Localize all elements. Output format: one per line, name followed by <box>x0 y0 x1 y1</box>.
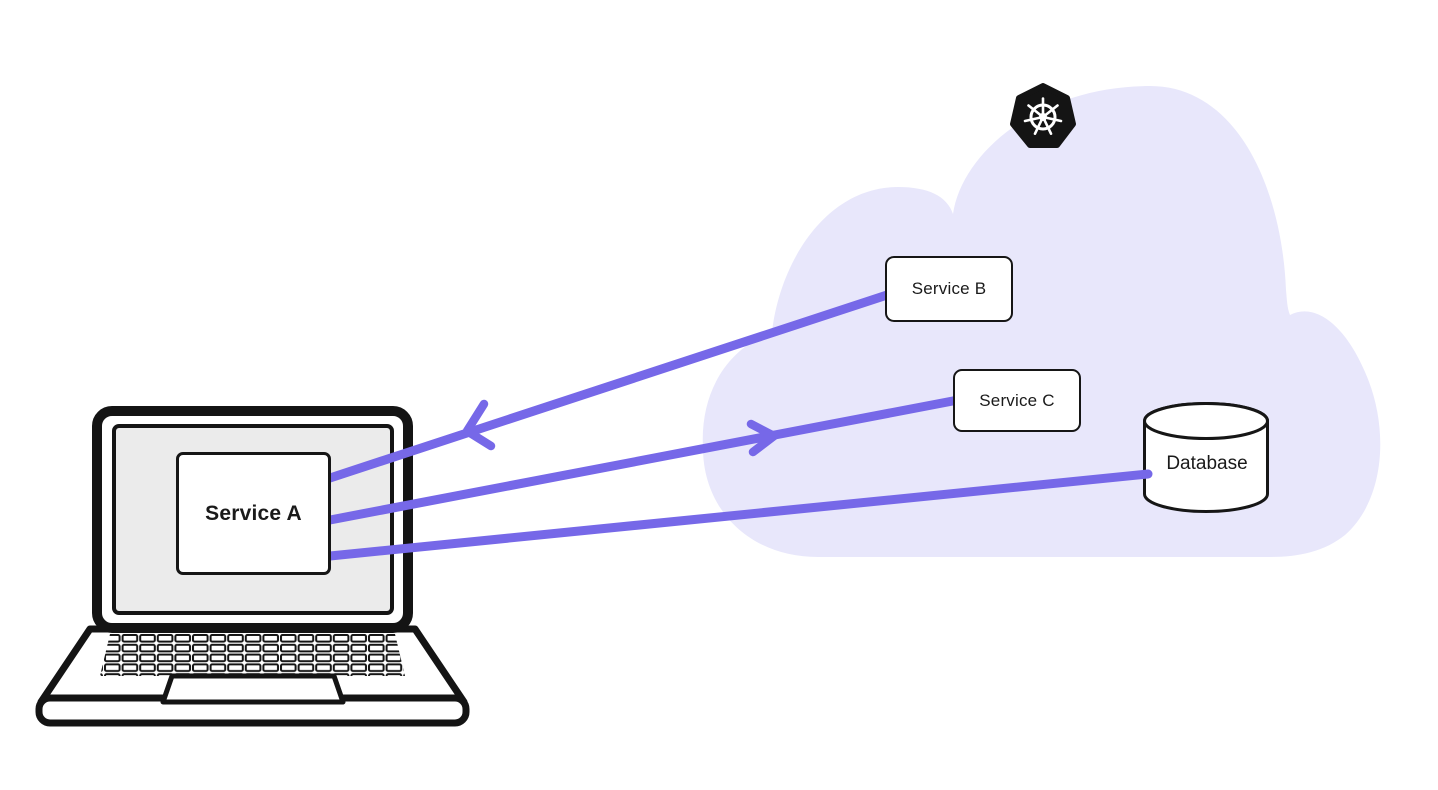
laptop-keyboard <box>100 634 405 676</box>
node-service-b: Service B <box>885 256 1013 322</box>
node-service-c: Service C <box>953 369 1081 432</box>
node-service-b-label: Service B <box>911 279 987 298</box>
arrowhead-toward-service-c <box>746 419 779 457</box>
database-cylinder <box>1143 402 1269 513</box>
connection-lines <box>325 289 1153 561</box>
arrowhead-toward-service-a <box>462 399 496 451</box>
database-label: Database <box>1166 453 1248 474</box>
database-cylinder-top <box>1143 402 1269 440</box>
node-service-a-label: Service A <box>205 501 302 525</box>
node-service-a: Service A <box>176 452 331 575</box>
wheel-hub <box>1039 113 1047 121</box>
connection-service-a-service-c <box>325 395 963 525</box>
wheel-ring <box>1029 103 1057 131</box>
laptop-trackpad <box>160 673 346 705</box>
kubernetes-helm-wheel <box>1023 97 1063 135</box>
node-service-c-label: Service C <box>979 390 1055 410</box>
kubernetes-logo-icon <box>1010 83 1076 148</box>
connection-service-a-service-b <box>325 289 895 483</box>
connection-service-a-database <box>325 469 1153 561</box>
